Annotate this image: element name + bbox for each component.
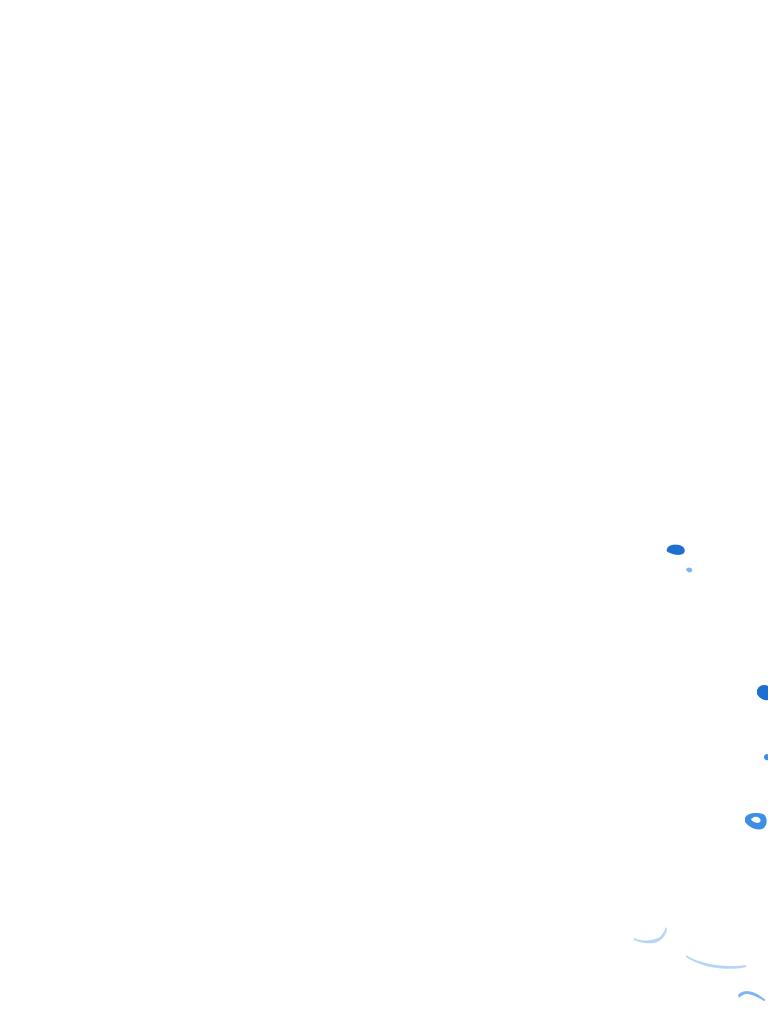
radar-echo-cell-4	[764, 753, 768, 761]
radar-echo-layer	[634, 544, 768, 1001]
radar-echo-trace-2	[686, 955, 746, 969]
radar-echo-cell-1	[666, 544, 685, 555]
radar-echo-trace-3	[738, 991, 766, 1001]
radar-echo-cell-3	[757, 685, 768, 701]
radar-echo-trace-1	[634, 927, 667, 944]
radar-echo-cell-2	[686, 567, 693, 573]
radar-echo-cell-5	[745, 813, 767, 830]
